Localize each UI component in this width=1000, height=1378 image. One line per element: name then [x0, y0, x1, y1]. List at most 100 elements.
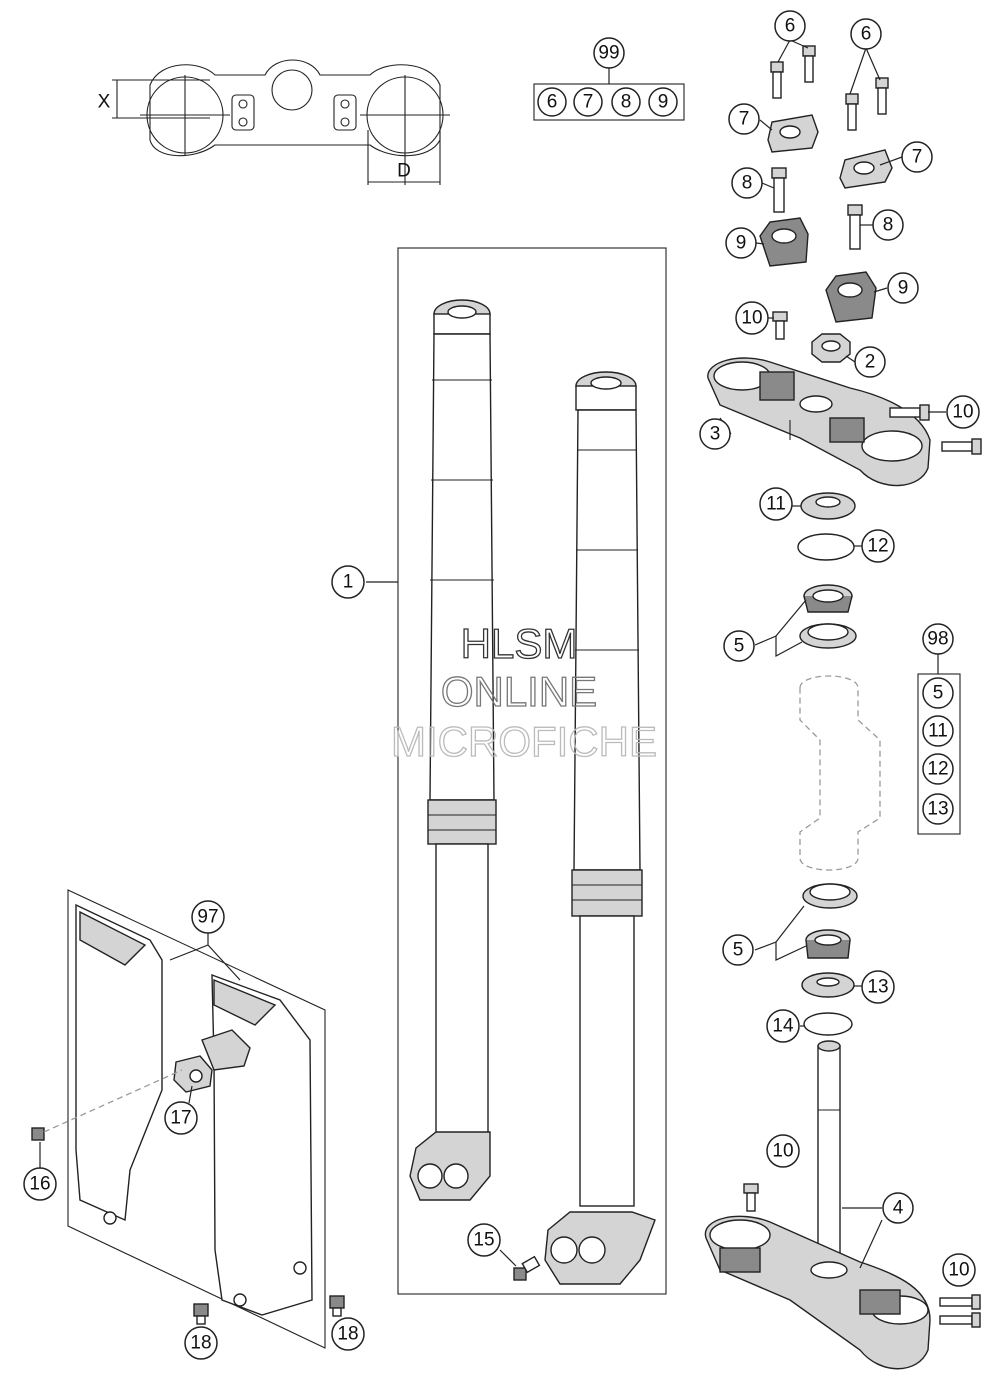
svg-text:10: 10 — [741, 308, 762, 329]
bearing-5-lower — [805, 929, 851, 959]
bolt-15 — [513, 1255, 541, 1281]
bolt-10-lower-clamp-b — [939, 1312, 981, 1328]
kit-99-group: 99 6 7 8 9 — [533, 37, 685, 121]
svg-text:11: 11 — [928, 721, 948, 742]
watermark-line-1: HLSM — [461, 620, 578, 667]
svg-text:12: 12 — [927, 759, 948, 780]
fork-leg-right — [544, 371, 656, 1285]
svg-text:6: 6 — [785, 16, 796, 37]
svg-text:6: 6 — [861, 24, 872, 45]
callout-10-stem[interactable]: 10 — [766, 1134, 800, 1168]
callout-7-right[interactable]: 7 — [901, 141, 933, 173]
svg-text:2: 2 — [865, 352, 876, 373]
callout-10-clamp[interactable]: 10 — [946, 395, 980, 429]
handlebar-clamp-top-left — [767, 114, 819, 153]
svg-text:1: 1 — [343, 572, 354, 593]
svg-text:5: 5 — [933, 683, 944, 704]
svg-text:18: 18 — [337, 1324, 358, 1345]
callout-1[interactable]: 1 — [331, 565, 365, 599]
bolt-10-clamp-b — [941, 438, 982, 455]
callout-6-left[interactable]: 6 — [774, 10, 806, 42]
callout-99[interactable]: 99 — [593, 37, 625, 69]
svg-text:6: 6 — [547, 92, 558, 113]
callout-18-right[interactable]: 18 — [331, 1317, 365, 1351]
kit-98-item-5[interactable]: 5 — [922, 677, 954, 709]
svg-text:12: 12 — [867, 536, 888, 557]
bolt-16 — [31, 1069, 183, 1141]
dimension-x-label: X — [98, 92, 111, 113]
callout-5-lower[interactable]: 5 — [722, 934, 754, 966]
callout-3[interactable]: 3 — [699, 418, 731, 450]
svg-text:18: 18 — [190, 1333, 211, 1354]
watermark: HLSM ONLINE MICROFICHE — [390, 619, 657, 765]
fork-protector-left — [75, 903, 163, 1225]
brake-hose-guide-17 — [173, 1029, 251, 1093]
callout-5-upper[interactable]: 5 — [723, 630, 755, 662]
fork-leg-left — [409, 299, 497, 1201]
svg-text:98: 98 — [927, 629, 948, 650]
callout-9-right[interactable]: 9 — [887, 272, 919, 304]
bolt-8-right — [847, 204, 863, 250]
fork-assembly-frame — [397, 247, 667, 1295]
svg-text:10: 10 — [772, 1141, 793, 1162]
kit-99-item-9[interactable]: 9 — [648, 87, 678, 117]
callout-6-right[interactable]: 6 — [850, 18, 882, 50]
callout-13[interactable]: 13 — [861, 970, 895, 1004]
callout-10-upper[interactable]: 10 — [735, 301, 769, 335]
callout-8-left[interactable]: 8 — [731, 167, 763, 199]
callout-12[interactable]: 12 — [861, 529, 895, 563]
callout-18-left[interactable]: 18 — [184, 1326, 218, 1360]
kit-98-item-12[interactable]: 12 — [922, 753, 954, 785]
callout-16[interactable]: 16 — [23, 1167, 57, 1201]
svg-text:99: 99 — [598, 43, 619, 64]
svg-text:10: 10 — [948, 1260, 969, 1281]
bolt-10-lower-clamp-a — [939, 1294, 981, 1310]
bearing-race-5-upper — [799, 623, 857, 649]
steering-nut-2 — [811, 333, 851, 363]
svg-text:11: 11 — [766, 494, 786, 515]
svg-text:7: 7 — [739, 109, 750, 130]
bolt-18-left — [193, 1303, 209, 1325]
svg-text:4: 4 — [893, 1198, 904, 1219]
dust-seal-13 — [801, 972, 855, 998]
watermark-line-3: MICROFICHE — [391, 718, 657, 765]
svg-text:17: 17 — [170, 1108, 191, 1129]
svg-text:10: 10 — [952, 402, 973, 423]
callout-17[interactable]: 17 — [164, 1101, 198, 1135]
callout-7-left[interactable]: 7 — [728, 103, 760, 135]
callout-14[interactable]: 14 — [766, 1009, 800, 1043]
svg-text:15: 15 — [473, 1230, 494, 1251]
callout-9-left[interactable]: 9 — [725, 227, 757, 259]
svg-text:8: 8 — [742, 173, 753, 194]
bolt-6-pair-left — [770, 45, 816, 99]
handlebar-clamp-bottom-left — [759, 217, 809, 267]
kit-99-item-6[interactable]: 6 — [537, 87, 567, 117]
callout-98[interactable]: 98 — [922, 623, 954, 655]
svg-text:13: 13 — [927, 799, 948, 820]
kit-98-item-13[interactable]: 13 — [922, 793, 954, 825]
callout-2[interactable]: 2 — [854, 346, 886, 378]
fork-protector-right — [211, 973, 313, 1316]
upper-triple-clamp-3 — [707, 357, 931, 487]
svg-text:3: 3 — [710, 424, 721, 445]
callout-11[interactable]: 11 — [759, 487, 793, 521]
steering-head-ghost — [799, 675, 881, 871]
svg-text:9: 9 — [736, 233, 747, 254]
o-ring-12 — [797, 533, 855, 561]
callout-4[interactable]: 4 — [882, 1192, 914, 1224]
svg-text:9: 9 — [658, 92, 669, 113]
svg-text:7: 7 — [912, 147, 923, 168]
kit-98-item-11[interactable]: 11 — [922, 715, 954, 747]
svg-text:9: 9 — [898, 278, 909, 299]
svg-text:8: 8 — [883, 215, 894, 236]
callout-97[interactable]: 97 — [191, 900, 225, 934]
kit-99-item-8[interactable]: 8 — [611, 87, 641, 117]
callout-15[interactable]: 15 — [467, 1223, 501, 1257]
bolt-10-upper — [772, 311, 788, 340]
callout-10-lower[interactable]: 10 — [942, 1253, 976, 1287]
kit-99-item-7[interactable]: 7 — [573, 87, 603, 117]
callout-8-right[interactable]: 8 — [872, 209, 904, 241]
bolt-6-pair-right — [845, 77, 889, 131]
lower-triple-clamp-4 — [704, 1040, 931, 1370]
